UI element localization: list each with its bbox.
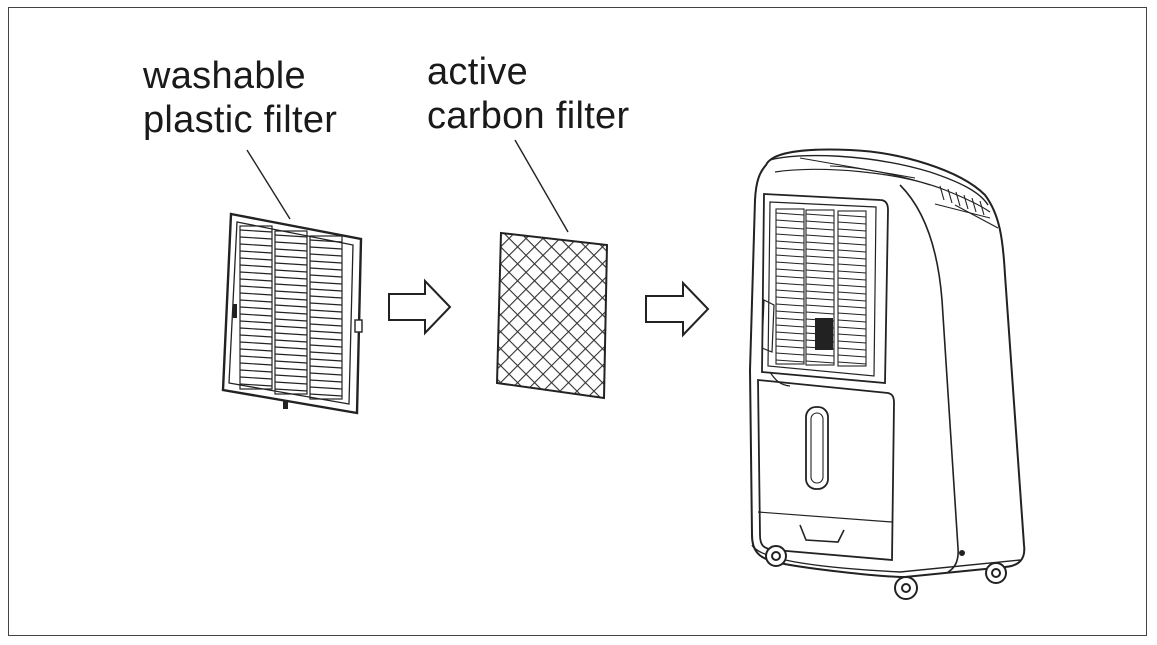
plastic-filter-label-line-1: washable <box>143 55 306 97</box>
right-arrow-icon <box>645 280 710 338</box>
plastic-filter-label: washable plastic filter <box>143 54 337 142</box>
carbon-filter-drawing <box>495 231 609 400</box>
carbon-filter-label-line-2: carbon filter <box>427 95 630 137</box>
dehumidifier-drawing <box>748 148 1026 600</box>
plastic-filter-drawing <box>221 212 363 415</box>
right-arrow-icon <box>388 278 452 336</box>
carbon-filter-label-line-1: active <box>427 51 529 93</box>
carbon-filter-leader-line <box>514 139 569 233</box>
plastic-filter-label-line-2: plastic filter <box>143 99 338 141</box>
plastic-filter-leader-line <box>246 149 291 220</box>
carbon-filter-label: active carbon filter <box>427 50 629 138</box>
